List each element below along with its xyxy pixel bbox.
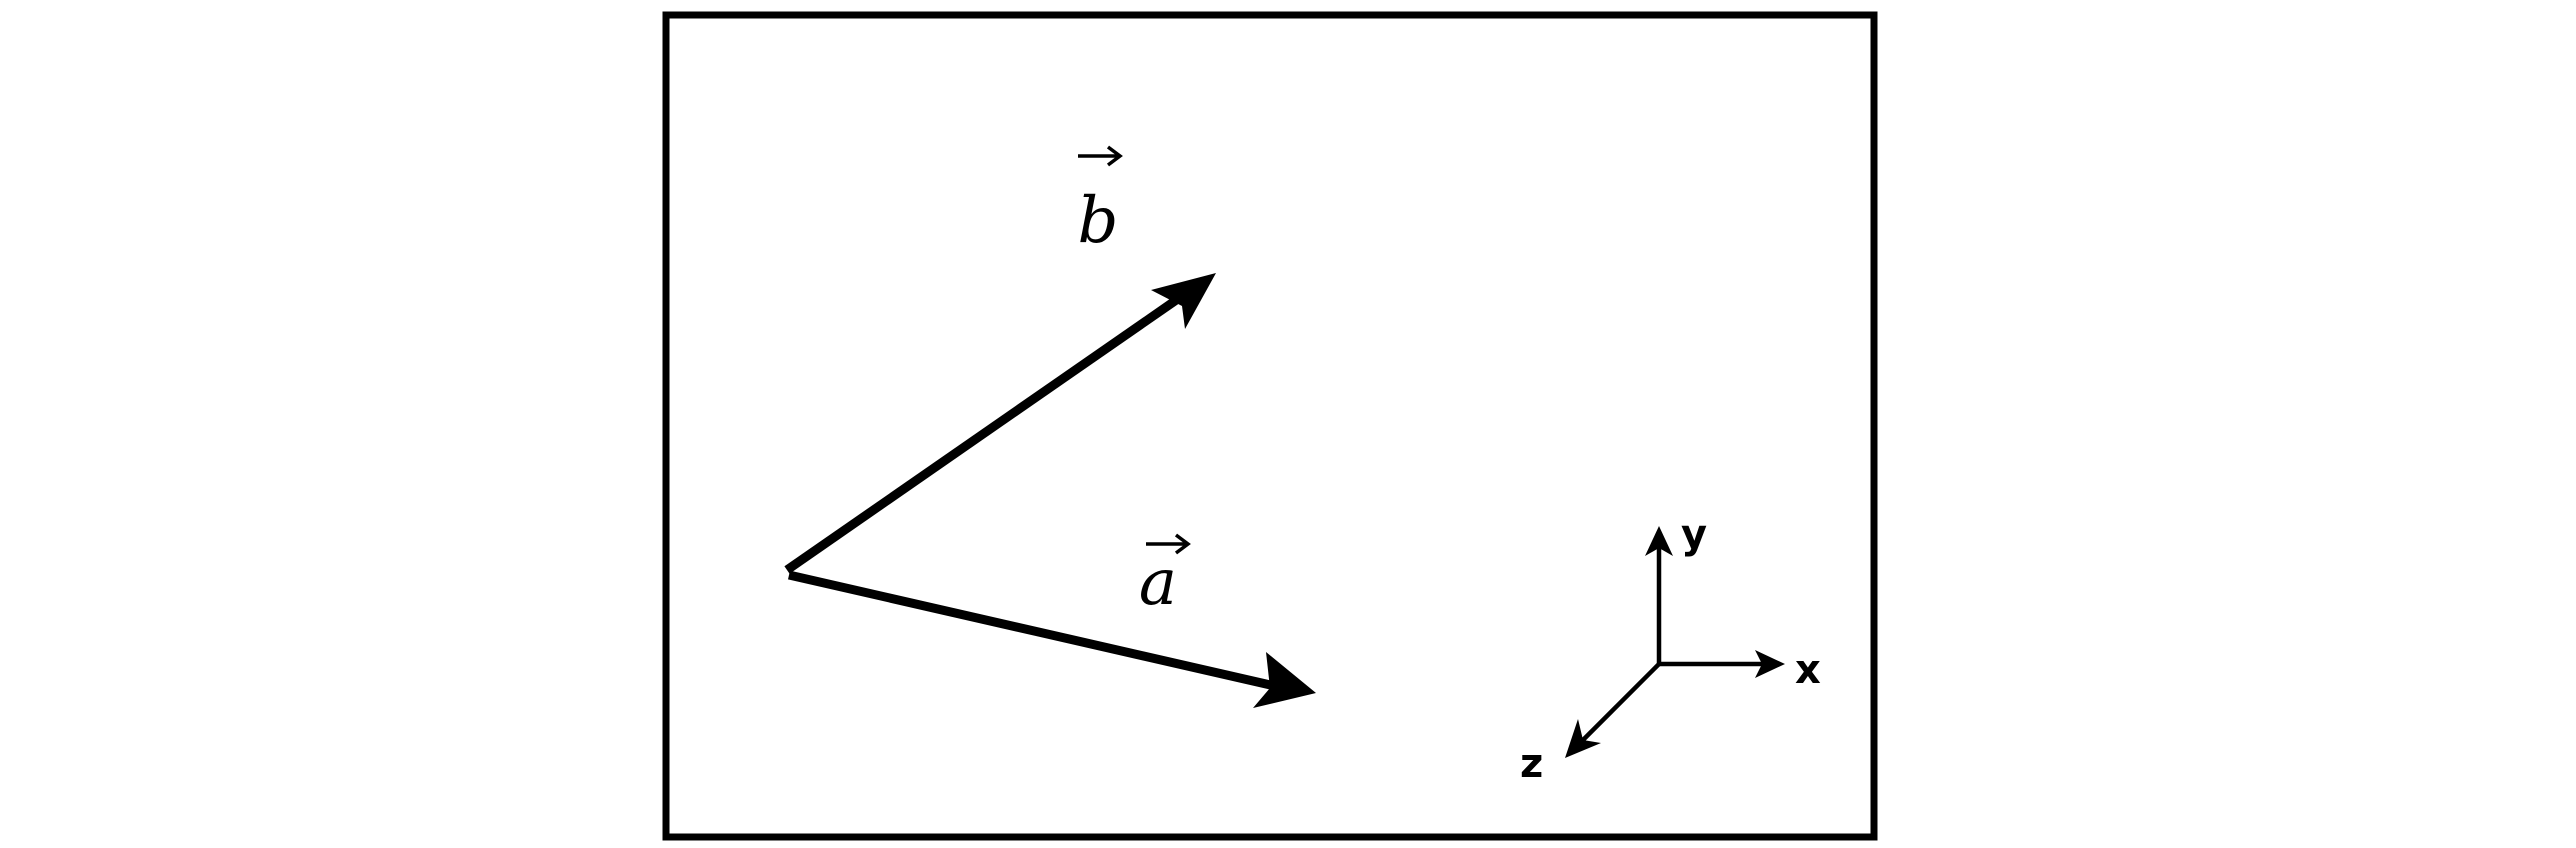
vector-b-arrowhead	[1151, 273, 1216, 329]
vector-a-accent-arrow	[1146, 533, 1191, 555]
vector-a-arrowhead	[1253, 652, 1316, 708]
y-axis-arrowhead	[1645, 526, 1673, 556]
vector-b-label: b	[1078, 145, 1123, 258]
x-axis-label: x	[1795, 647, 1821, 693]
vector-a-letter: a	[1139, 546, 1177, 620]
diagram-frame	[662, 11, 1878, 841]
z-axis-line	[1578, 662, 1661, 745]
z-axis-label: z	[1520, 741, 1543, 787]
axes-indicator: y x z	[1520, 512, 1821, 787]
vector-a	[787, 570, 1316, 708]
vector-b-accent-arrow	[1078, 145, 1123, 167]
vector-b-letter: b	[1078, 184, 1119, 258]
vector-b	[784, 273, 1216, 574]
y-axis-label: y	[1681, 512, 1707, 558]
x-axis-arrowhead	[1755, 650, 1785, 678]
vector-a-label: a	[1139, 533, 1191, 620]
z-axis-arrowhead	[1565, 719, 1601, 758]
